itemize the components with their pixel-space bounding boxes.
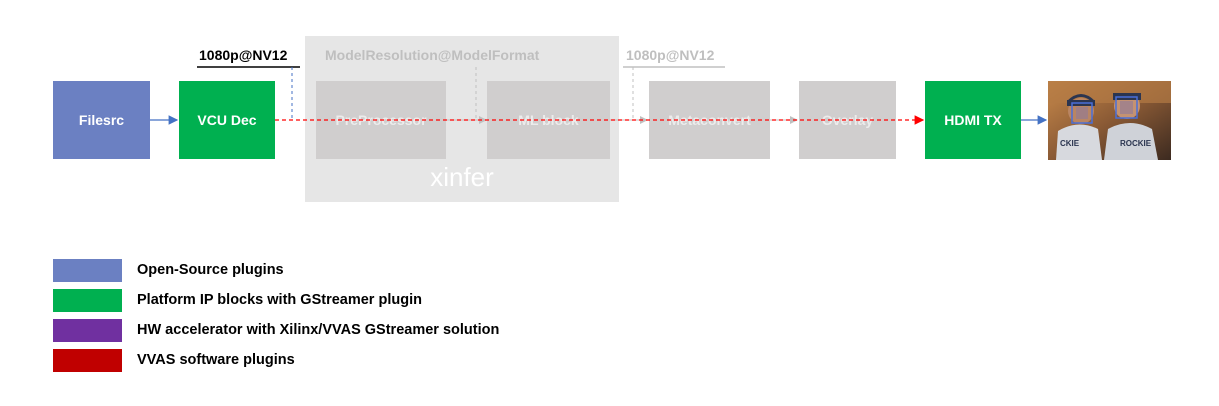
legend-swatch-vvas-software — [53, 349, 122, 372]
legend-swatch-hw-accelerator — [53, 319, 122, 342]
filesrc-block: Filesrc — [53, 81, 150, 159]
vcu-output-resolution: 1080p@NV12 — [199, 47, 288, 63]
legend-label-platform-ip: Platform IP blocks with GStreamer plugin — [137, 292, 422, 308]
meta-output-resolution: 1080p@NV12 — [626, 47, 715, 63]
svg-text:CKIE: CKIE — [1060, 139, 1080, 148]
vcu-dec-block: VCU Dec — [179, 81, 275, 159]
legend-label-open-source: Open-Source plugins — [137, 262, 284, 278]
legend-swatch-platform-ip — [53, 289, 122, 312]
svg-text:ROCKIE: ROCKIE — [1120, 139, 1152, 148]
legend-swatch-open-source — [53, 259, 122, 282]
legend-label-vvas-software: VVAS software plugins — [137, 352, 295, 368]
xinfer-label: xinfer — [430, 162, 494, 192]
hdmi-tx-block: HDMI TX — [925, 81, 1021, 159]
legend-label-hw-accelerator: HW accelerator with Xilinx/VVAS GStreame… — [137, 322, 500, 338]
model-resolution: ModelResolution@ModelFormat — [325, 47, 540, 63]
face-detection-photo-icon: ROCKIE CKIE — [1048, 81, 1171, 160]
